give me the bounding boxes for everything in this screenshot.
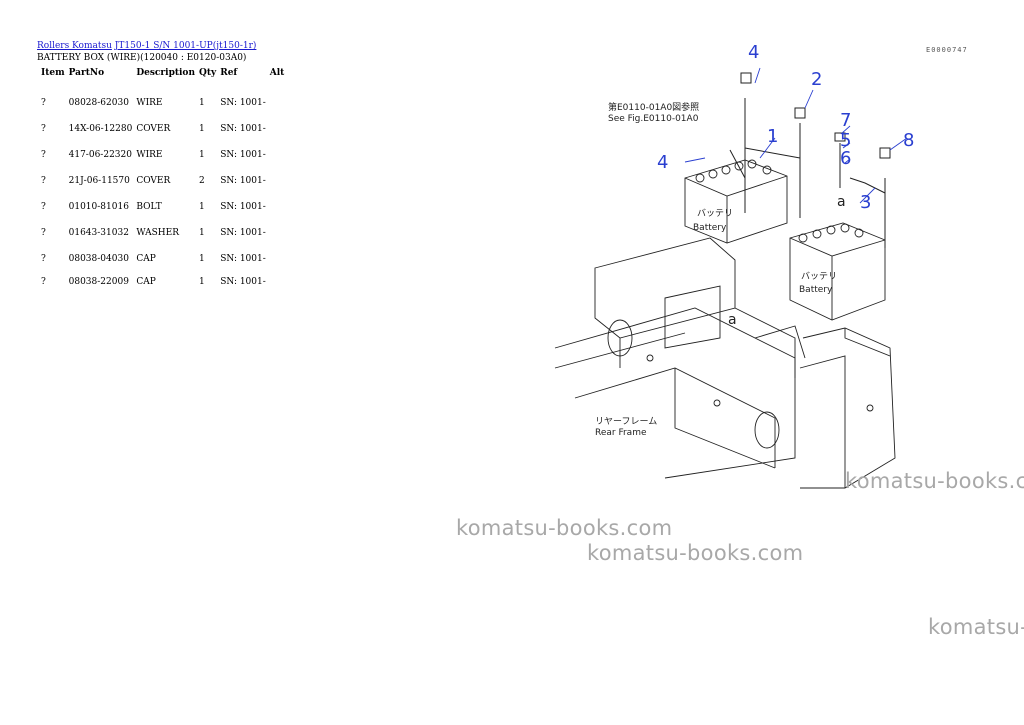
cell-alt	[270, 272, 294, 292]
col-alt-header: Alt	[269, 68, 285, 78]
detail-a-upper: a	[837, 194, 846, 210]
cell-item: ?	[41, 228, 46, 238]
cell-partno: 21J-06-11570	[68, 176, 130, 186]
cell-item: ?	[41, 176, 46, 186]
cell-description: WASHER	[136, 228, 179, 238]
cell-item: ?	[41, 254, 46, 264]
callout-number: 6	[840, 148, 851, 169]
cell-qty: 1	[198, 124, 205, 134]
watermark-text: komatsu-books.com	[456, 516, 673, 540]
see-fig-en-label: See Fig.E0110-01A0	[608, 114, 699, 124]
cell-alt	[270, 220, 294, 246]
cell-qty: 1	[198, 98, 205, 108]
battery-right-en-label: Battery	[799, 285, 833, 295]
cell-alt	[270, 116, 294, 142]
cell-partno: 08038-04030	[68, 254, 129, 264]
parts-table: Item PartNo Description Qty Ref Alt ? 08…	[37, 66, 294, 292]
table-row: ? 08028-62030 WIRE 1 SN: 1001-	[37, 90, 294, 116]
table-header-row: Item PartNo Description Qty Ref Alt	[37, 66, 294, 80]
callout-number: 4	[748, 42, 759, 63]
leader-lines	[684, 67, 908, 204]
col-item-header: Item	[41, 68, 65, 78]
cell-description: WIRE	[136, 98, 163, 108]
callout-number: 5	[840, 130, 851, 151]
see-fig-jp-label: 第E0110-01A0図参照	[608, 101, 699, 113]
table-row: ? 08038-22009 CAP 1 SN: 1001-	[37, 272, 294, 292]
table-row: ? 08038-04030 CAP 1 SN: 1001-	[37, 246, 294, 272]
cell-description: WIRE	[136, 150, 163, 160]
battery-left-jp-label: バッテリ	[697, 208, 733, 219]
rear-frame-jp-label: リヤーフレーム	[595, 416, 657, 427]
cell-description: COVER	[136, 176, 171, 186]
cell-description: COVER	[136, 124, 171, 134]
table-row: ? 417-06-22320 WIRE 1 SN: 1001-	[37, 142, 294, 168]
cell-alt	[270, 194, 294, 220]
table-row: ? 01010-81016 BOLT 1 SN: 1001-	[37, 194, 294, 220]
detail-a-lower: a	[728, 312, 737, 328]
cell-ref: SN: 1001-	[220, 254, 266, 264]
table-row: ? 01643-31032 WASHER 1 SN: 1001-	[37, 220, 294, 246]
cell-alt	[270, 246, 294, 272]
cell-item: ?	[41, 150, 46, 160]
cell-item: ?	[41, 124, 46, 134]
diagram-code: E0000747	[926, 46, 968, 54]
cell-qty: 1	[198, 228, 205, 238]
breadcrumb-link-category[interactable]: Rollers Komatsu	[37, 41, 112, 51]
rear-frame-en-label: Rear Frame	[595, 428, 647, 438]
cell-partno: 14X-06-12280	[68, 124, 133, 134]
cell-ref: SN: 1001-	[220, 124, 266, 134]
table-row: ? 14X-06-12280 COVER 1 SN: 1001-	[37, 116, 294, 142]
watermark-text: komatsu-books.com	[928, 615, 1024, 639]
col-ref-header: Ref	[220, 68, 238, 78]
battery-right-jp-label: バッテリ	[801, 271, 837, 282]
cell-description: BOLT	[136, 202, 162, 212]
cell-ref: SN: 1001-	[220, 176, 266, 186]
cell-partno: 01010-81016	[68, 202, 129, 212]
col-description-header: Description	[136, 68, 195, 78]
cell-ref: SN: 1001-	[220, 277, 266, 287]
col-partno-header: PartNo	[68, 68, 105, 78]
cables-and-fasteners	[729, 72, 891, 248]
cell-item: ?	[41, 98, 46, 108]
exploded-parts-diagram: 4 2 1 756 8 4 3 第E0110-01A0図参照 See Fig.E0110-0…	[554, 42, 914, 489]
page-subtitle: BATTERY BOX (WIRE)(120040 : E0120-03A0)	[37, 53, 247, 63]
cell-partno: 417-06-22320	[68, 150, 132, 160]
cell-qty: 2	[198, 176, 205, 186]
breadcrumb-link-model[interactable]: JT150-1 S/N 1001-UP(jt150-1r)	[114, 41, 257, 51]
callout-number: 1	[767, 126, 778, 147]
battery-left-en-label: Battery	[693, 223, 727, 233]
cell-alt	[270, 90, 294, 116]
cell-qty: 1	[198, 254, 205, 264]
breadcrumb: Rollers Komatsu JT150-1 S/N 1001-UP(jt15…	[37, 40, 256, 52]
cell-item: ?	[41, 202, 46, 212]
cell-alt	[270, 168, 294, 194]
callout-number: 2	[811, 69, 822, 90]
cell-description: CAP	[136, 254, 156, 264]
cell-ref: SN: 1001-	[220, 202, 266, 212]
callout-number: 3	[860, 192, 871, 213]
rear-frame-drawing	[554, 237, 896, 489]
callout-number: 4	[657, 152, 668, 173]
watermark-text: komatsu-books.com	[845, 469, 1024, 493]
cell-alt	[270, 142, 294, 168]
cell-item: ?	[41, 277, 46, 287]
cell-description: CAP	[136, 277, 156, 287]
battery-right	[789, 222, 886, 321]
callout-number: 7	[840, 110, 851, 131]
cell-partno: 01643-31032	[68, 228, 129, 238]
cell-partno: 08038-22009	[68, 277, 129, 287]
cell-qty: 1	[198, 150, 205, 160]
callout-number: 8	[903, 130, 914, 151]
callout-numbers: 4 2 1 756 8 4 3	[657, 42, 914, 213]
cell-qty: 1	[198, 202, 205, 212]
cell-ref: SN: 1001-	[220, 150, 266, 160]
col-qty-header: Qty	[198, 68, 217, 78]
cell-qty: 1	[198, 277, 205, 287]
cell-ref: SN: 1001-	[220, 98, 266, 108]
cell-partno: 08028-62030	[68, 98, 129, 108]
table-row: ? 21J-06-11570 COVER 2 SN: 1001-	[37, 168, 294, 194]
watermark-text: komatsu-books.com	[587, 541, 804, 565]
cell-ref: SN: 1001-	[220, 228, 266, 238]
